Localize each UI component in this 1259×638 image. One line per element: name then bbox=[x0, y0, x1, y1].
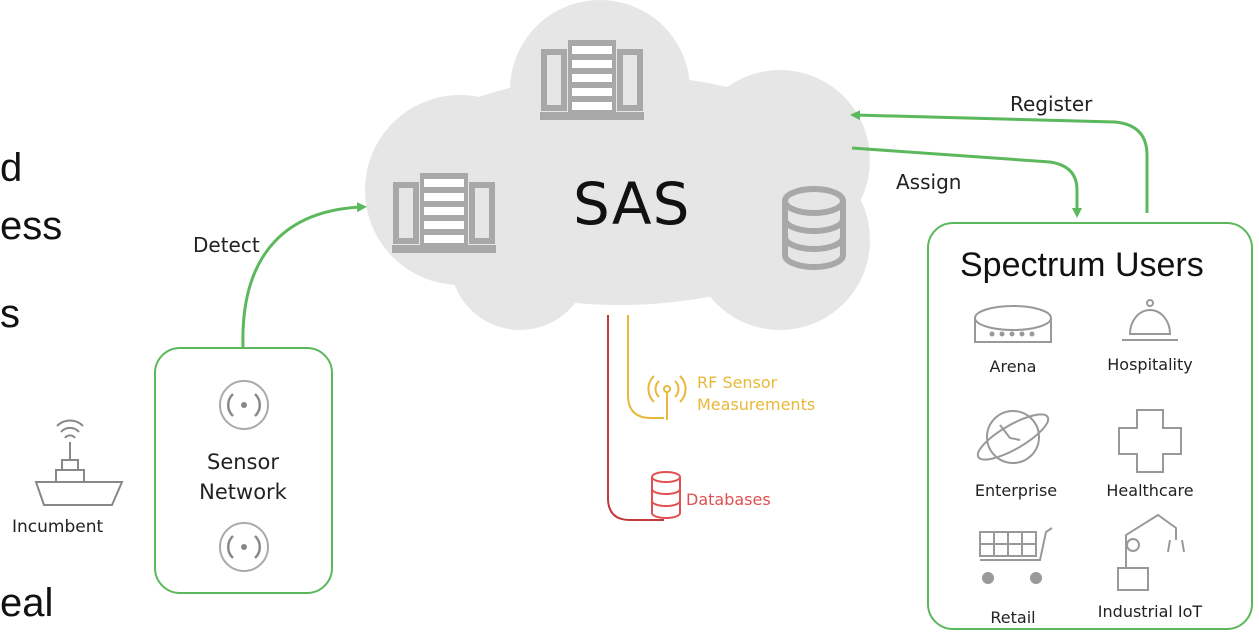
sas-title: SAS bbox=[573, 170, 691, 238]
left-text-fragment-4: eal bbox=[0, 581, 54, 625]
sensor-network-label: Sensor Network bbox=[199, 450, 287, 504]
database-icon bbox=[782, 186, 846, 270]
rf-sensor-label: RF Sensor Measurements bbox=[697, 373, 816, 414]
medical-cross-icon bbox=[1118, 409, 1182, 473]
rf-connector bbox=[627, 315, 664, 419]
detect-arrow bbox=[241, 202, 367, 349]
globe-orbit-icon bbox=[976, 410, 1050, 464]
db-connector bbox=[607, 315, 664, 521]
rf-sensor-icon bbox=[647, 375, 687, 420]
shopping-cart-icon bbox=[979, 527, 1053, 584]
ship-icon bbox=[34, 419, 124, 506]
detect-label: Detect bbox=[193, 233, 260, 257]
assign-arrow bbox=[851, 146, 1082, 218]
register-label: Register bbox=[1010, 92, 1093, 116]
user-label-enterprise: Enterprise bbox=[974, 481, 1058, 500]
arena-icon bbox=[974, 305, 1052, 343]
user-label-healthcare: Healthcare bbox=[1106, 481, 1194, 500]
left-text-fragment-3: s bbox=[0, 292, 20, 336]
assign-label: Assign bbox=[896, 170, 962, 194]
user-label-industrial-iot: Industrial IoT bbox=[1097, 602, 1203, 621]
left-text-fragment-2: ess bbox=[0, 204, 63, 248]
user-label-hospitality: Hospitality bbox=[1107, 355, 1193, 374]
sensor-network-box bbox=[154, 347, 333, 594]
left-text-fragment-1: d bbox=[0, 146, 23, 190]
robot-arm-icon bbox=[1117, 513, 1185, 591]
databases-label: Databases bbox=[686, 490, 771, 509]
spectrum-users-title: Spectrum Users bbox=[960, 246, 1204, 284]
user-label-arena: Arena bbox=[989, 357, 1037, 376]
spectrum-users-box bbox=[927, 222, 1253, 630]
incumbent-label: Incumbent bbox=[12, 517, 104, 537]
service-bell-icon bbox=[1122, 299, 1178, 341]
database-red-icon bbox=[651, 471, 681, 519]
user-label-retail: Retail bbox=[990, 608, 1036, 627]
register-arrow bbox=[850, 110, 1149, 213]
